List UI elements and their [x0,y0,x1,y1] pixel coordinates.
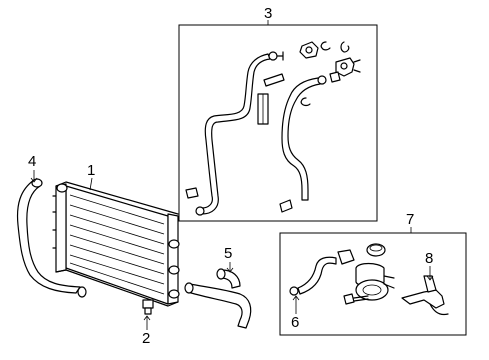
lower-hose [184,268,252,329]
group-3-hoses [195,51,327,216]
callout-6: 6 [291,314,299,331]
callout-3: 3 [264,5,272,22]
radiator [52,181,180,307]
leader-lines [30,170,434,330]
callout-5: 5 [224,245,232,262]
group-box-7 [279,227,467,336]
callout-8: 8 [425,250,433,267]
group-3-fittings [185,41,361,213]
group-7-parts [289,243,449,316]
callout-7: 7 [406,211,414,228]
callout-2: 2 [142,330,150,347]
group-box-3 [178,20,378,222]
callout-4: 4 [28,153,36,170]
callout-1: 1 [87,162,95,179]
callout-labels: 1 2 3 4 5 6 7 8 [28,5,433,347]
drain-plug [142,299,154,315]
